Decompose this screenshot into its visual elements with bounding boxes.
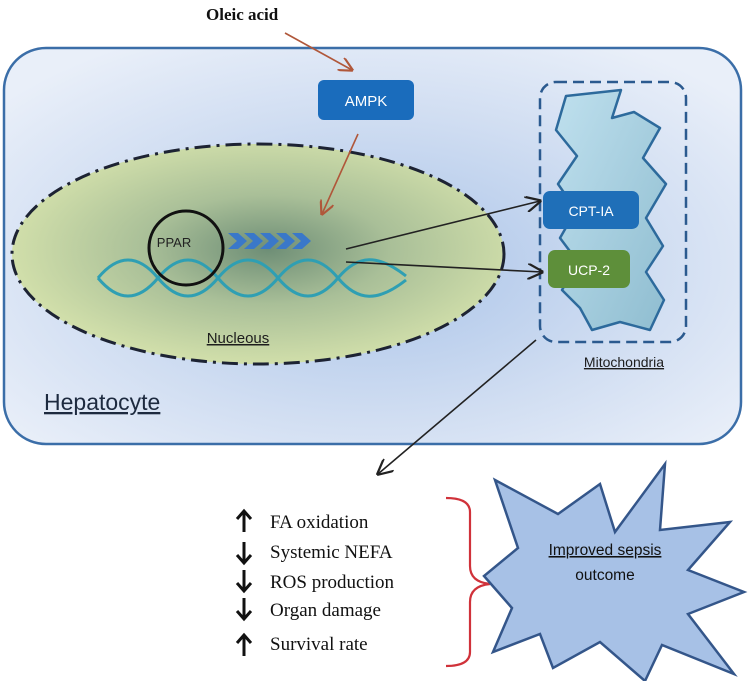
nucleus-to-ucp-arrow: [345, 261, 542, 272]
effects-list: FA oxidation Systemic NEFA ROS productio…: [235, 508, 395, 656]
effect-item: Organ damage: [235, 598, 381, 622]
dna-helix: [96, 258, 407, 298]
nucleus-to-cpt-arrow: [345, 201, 540, 250]
outcome-line-2: outcome: [575, 567, 634, 584]
cpt-ia-label: CPT-IA: [568, 203, 614, 219]
ampk-box: [318, 80, 414, 120]
effect-label: FA oxidation: [270, 512, 369, 533]
mitochondria-label: Mitochondria: [584, 354, 664, 370]
oleic-acid-label: Oleic acid: [206, 5, 279, 24]
nucleus-label: Nucleous: [207, 330, 270, 347]
effect-label: ROS production: [270, 572, 395, 593]
up-arrow-icon: [235, 632, 253, 656]
mitochondria-to-effects-arrow: [378, 339, 537, 474]
ucp-2-label: UCP-2: [568, 262, 610, 278]
ucp-2-box: [548, 250, 630, 288]
cpt-ia-box: [543, 191, 639, 229]
chevron-arrows-icon: [228, 233, 311, 249]
mitochondria-box: [538, 80, 688, 344]
down-arrow-icon: [235, 598, 253, 622]
outcome-starburst: [482, 459, 748, 681]
outcome-line-1: Improved sepsis: [549, 542, 662, 559]
effect-item: ROS production: [235, 570, 395, 594]
ampk-to-nucleus-arrow: [322, 133, 359, 214]
up-arrow-icon: [235, 508, 253, 532]
ppar-label: PPAR: [157, 235, 191, 250]
nucleus: [10, 142, 506, 366]
red-curly-bracket: [445, 496, 491, 668]
effect-item: Survival rate: [235, 632, 368, 656]
ppar-circle: [147, 209, 225, 287]
down-arrow-icon: [235, 542, 253, 566]
effect-item: Systemic NEFA: [235, 542, 393, 566]
effect-label: Systemic NEFA: [270, 542, 393, 563]
ampk-label: AMPK: [345, 93, 388, 110]
down-arrow-icon: [235, 570, 253, 594]
effect-label: Survival rate: [270, 634, 368, 655]
oleic-to-ampk-arrow: [284, 32, 352, 70]
effect-item: FA oxidation: [235, 508, 369, 533]
hepatocyte-label: Hepatocyte: [44, 389, 160, 415]
effect-label: Organ damage: [270, 600, 381, 621]
